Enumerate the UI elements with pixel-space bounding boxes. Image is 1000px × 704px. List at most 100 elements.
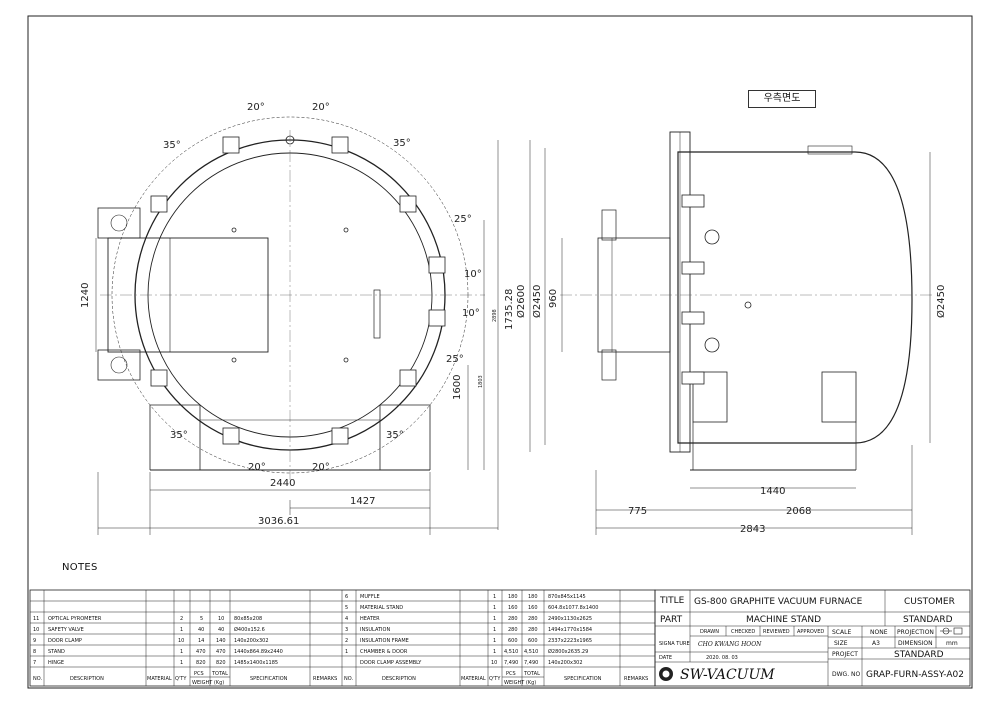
tb-scale-label: SCALE (832, 629, 851, 636)
dim-1600: 1600 (452, 375, 463, 400)
angle-bottom-right: 20° (312, 462, 330, 473)
svg-text:1: 1 (493, 616, 496, 622)
svg-text:10: 10 (178, 638, 184, 644)
bom-header-remarks-r: REMARKS (624, 676, 648, 682)
svg-text:STAND: STAND (48, 649, 65, 655)
svg-text:Ø400x152.6: Ø400x152.6 (234, 626, 265, 633)
boss-2 (343, 227, 349, 233)
svg-text:1494x1770x1584: 1494x1770x1584 (548, 627, 592, 633)
svg-text:180: 180 (508, 594, 518, 600)
svg-text:1: 1 (180, 627, 183, 633)
bom-left-rows: 11 OPTICAL PYROMETER 2 5 10 80x85x208 10… (33, 616, 283, 666)
svg-text:6: 6 (345, 594, 348, 600)
bom-header-no: NO. (33, 676, 42, 682)
svg-text:2337x2223x1965: 2337x2223x1965 (548, 638, 592, 644)
svg-text:470: 470 (216, 649, 226, 655)
bom-header-no-r: NO. (344, 676, 353, 682)
title-block (654, 589, 971, 687)
stand-leg-right (379, 404, 431, 470)
table-row: DOOR CLAMP ASSEMBLY 10 7,490 7,490 140x2… (360, 660, 583, 666)
svg-text:14: 14 (198, 638, 204, 644)
view-label: 우측면도 (748, 90, 816, 108)
svg-text:DOOR CLAMP: DOOR CLAMP (48, 638, 82, 644)
bom-header-description: DESCRIPTION (70, 676, 104, 682)
side-hinge-bottom (601, 349, 617, 381)
svg-text:10: 10 (33, 627, 39, 633)
table-row: 9 DOOR CLAMP 10 14 140 140x200x302 (33, 638, 269, 644)
svg-text:1: 1 (345, 649, 348, 655)
svg-text:7,490: 7,490 (524, 660, 538, 666)
door-clamps (150, 136, 446, 445)
angle-bottom-left: 20° (248, 462, 266, 473)
angle-10-right-1: 10° (464, 269, 482, 280)
svg-text:1: 1 (493, 594, 496, 600)
svg-text:140: 140 (216, 638, 226, 644)
table-row: 3 INSULATION 1 280 280 1494x1770x1584 (345, 627, 592, 633)
svg-text:4: 4 (345, 616, 348, 622)
svg-text:5: 5 (200, 616, 203, 622)
svg-text:40: 40 (198, 627, 204, 633)
svg-text:280: 280 (528, 616, 538, 622)
bom-header-description-r: DESCRIPTION (382, 676, 416, 682)
bom-header-weight-r: WEIGHT (Kg) (504, 680, 536, 686)
svg-text:820: 820 (196, 660, 206, 666)
clamp-3 (399, 195, 417, 213)
svg-text:1: 1 (180, 660, 183, 666)
boss-3 (231, 357, 237, 363)
hinge-frame (107, 237, 269, 353)
svg-text:11: 11 (33, 616, 39, 622)
bom-header-spec: SPECIFICATION (250, 676, 288, 682)
angle-10-right-2: 10° (462, 308, 480, 319)
tb-checked: CHECKED (731, 629, 755, 635)
svg-text:1: 1 (180, 649, 183, 655)
tb-signature-value: CHO KWANG HOON (698, 641, 762, 648)
svg-text:280: 280 (508, 627, 518, 633)
svg-text:160: 160 (528, 605, 538, 611)
clamp-10 (150, 195, 168, 213)
svg-text:OPTICAL PYROMETER: OPTICAL PYROMETER (48, 616, 102, 622)
dim-side-2068: 2068 (786, 506, 811, 517)
clamp-5 (428, 309, 446, 327)
front-dimension-lines (95, 140, 499, 535)
tb-part-label: PART (660, 615, 683, 625)
svg-text:10: 10 (218, 616, 224, 622)
svg-text:INSULATION: INSULATION (360, 627, 390, 633)
tb-date-label: DATE (659, 655, 672, 661)
dim-front-height: 1240 (80, 283, 91, 308)
company-logo-icon (659, 667, 673, 681)
tb-scale-value: NONE (870, 629, 888, 636)
svg-text:HEATER: HEATER (360, 616, 380, 622)
svg-text:2490x1130x2625: 2490x1130x2625 (548, 616, 592, 622)
dim-2898: 2898 (492, 309, 498, 322)
bom-right-rows: 6 MUFFLE 1 180 180 870x845x1145 5 MATERI… (345, 594, 598, 666)
side-clamps (681, 194, 705, 385)
clamp-2 (331, 136, 349, 154)
tb-size-label: SIZE (834, 640, 848, 647)
bom-header-remarks: REMARKS (313, 676, 337, 682)
bom-header-pcs: PCS (194, 671, 204, 677)
angle-25-right-2: 25° (446, 354, 464, 365)
table-row: 7 HINGE 1 820 820 1485x1400x1185 (33, 660, 278, 666)
table-row: 4 HEATER 1 280 280 2490x1130x2625 (345, 616, 592, 622)
bom-header-total: TOTAL (211, 671, 228, 677)
svg-text:2: 2 (180, 616, 183, 622)
svg-text:1: 1 (493, 627, 496, 633)
svg-text:8: 8 (33, 649, 36, 655)
table-row: 1 CHAMBER & DOOR 1 4,510 4,510 Ø2800x263… (345, 648, 588, 655)
table-row: 10 SAFETY VALVE 1 40 40 Ø400x152.6 (33, 626, 265, 633)
chamber-shell (677, 151, 913, 444)
notes-label: NOTES (62, 562, 98, 573)
side-dimension-lines (529, 140, 931, 535)
port-center (744, 301, 752, 309)
port-bottom (704, 337, 720, 353)
view-port (373, 289, 381, 339)
svg-text:HINGE: HINGE (48, 660, 64, 666)
stand-leg-left (149, 404, 201, 470)
projection-icon (940, 627, 963, 635)
dim-front-offset: 1427 (350, 496, 375, 507)
svg-text:1: 1 (493, 605, 496, 611)
svg-text:600: 600 (508, 638, 518, 644)
svg-text:CHAMBER & DOOR: CHAMBER & DOOR (360, 649, 408, 655)
